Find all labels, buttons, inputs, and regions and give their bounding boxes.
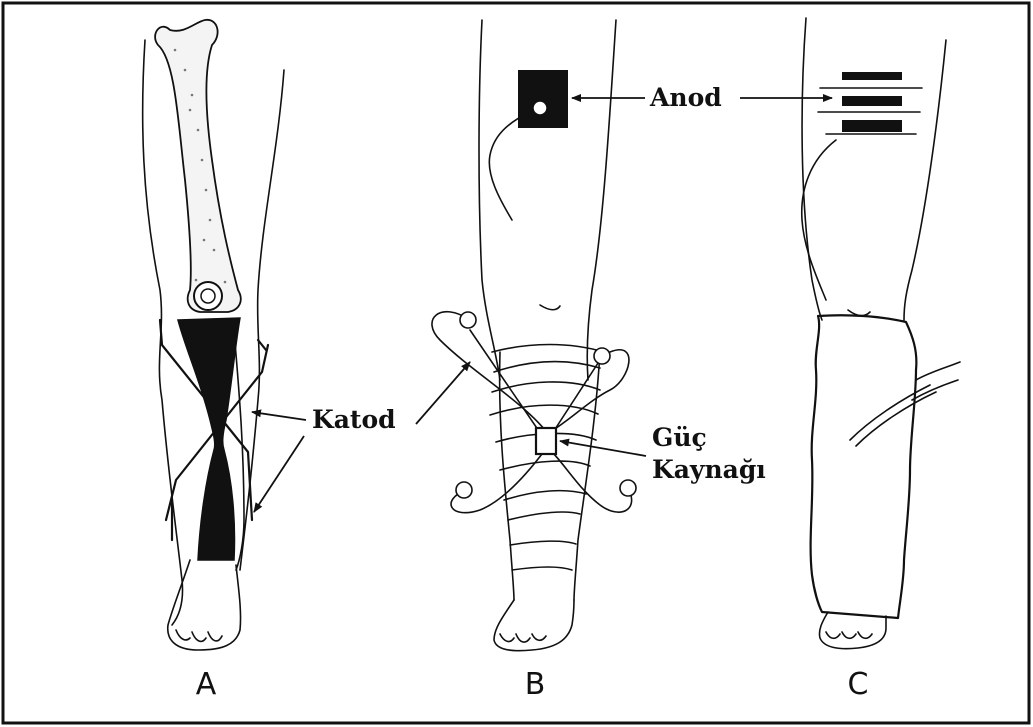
- outer-border: [3, 3, 1029, 723]
- cathode-label: Katod: [312, 405, 396, 434]
- femur-bone: [155, 20, 241, 312]
- leg-b-figure: [432, 20, 636, 651]
- anode-label: Anod: [649, 83, 722, 112]
- cathode-arrow-a-upper: [252, 412, 306, 420]
- panel-label-b: B: [525, 667, 546, 702]
- anode-pad-b: [518, 70, 568, 128]
- panel-label-c: C: [848, 667, 869, 702]
- anode-strip-1: [842, 72, 902, 80]
- cathode-arrow-a-lower: [254, 436, 304, 512]
- anode-strip-2: [842, 96, 902, 106]
- power-source-label-line2: Kaynağı: [652, 455, 766, 484]
- leg-c-figure: [802, 18, 960, 649]
- anode-strip-3: [842, 120, 902, 132]
- power-source-label-line1: Güç: [652, 423, 707, 452]
- leg-cast: [811, 315, 917, 618]
- panel-label-a: A: [196, 667, 217, 702]
- power-source-arrow: [560, 441, 646, 456]
- knee-joint: [194, 282, 222, 310]
- cathode-arrow-b: [416, 362, 470, 424]
- leg-a-figure: [143, 20, 284, 650]
- power-source-box: [536, 428, 556, 454]
